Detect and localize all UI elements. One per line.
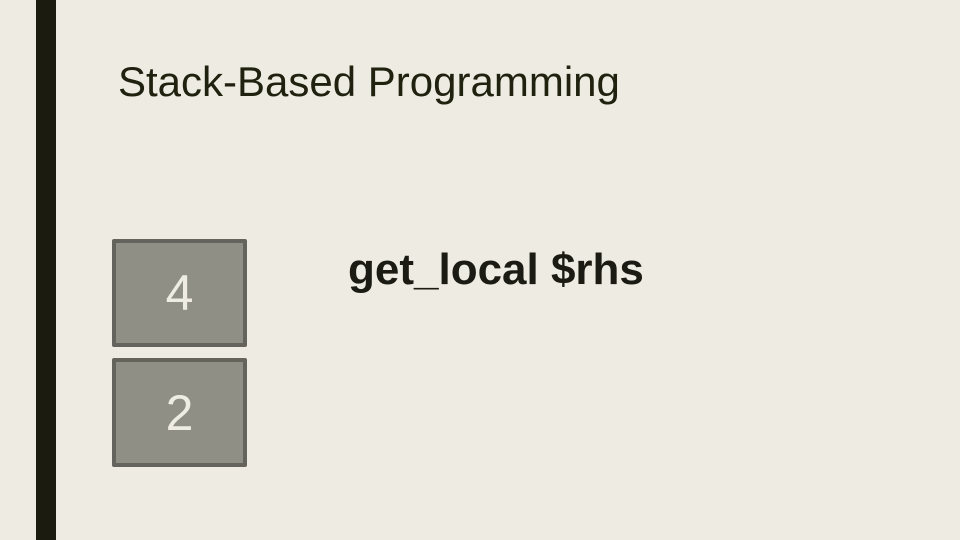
stack-item-box: 2: [112, 358, 247, 467]
left-accent-bar: [36, 0, 56, 540]
stack-diagram: 4 2: [112, 239, 247, 467]
stack-item-value: 4: [165, 265, 194, 321]
slide-title: Stack-Based Programming: [118, 58, 620, 105]
instruction-text: get_local $rhs: [348, 245, 644, 294]
stack-item-box: 4: [112, 239, 247, 347]
stack-item-value: 2: [165, 384, 194, 441]
